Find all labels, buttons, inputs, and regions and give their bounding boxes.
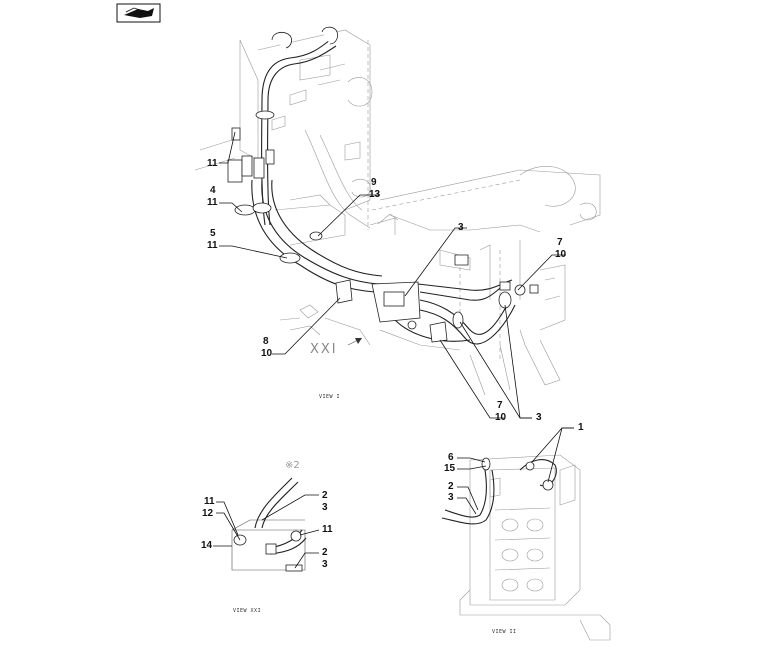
callout-c11a: 11: [207, 158, 218, 169]
callout-c11c: 11: [207, 240, 218, 251]
callout-c13: 13: [369, 189, 381, 200]
callout-c8: 8: [263, 336, 269, 347]
callout-c7b: 7: [497, 400, 503, 411]
callout-c3b: 3: [536, 412, 542, 423]
callout-c2c: 2: [322, 547, 328, 558]
callout-c2a: 2: [448, 481, 454, 492]
callout-c11e: 11: [322, 524, 333, 535]
ref-mark-2: ※2: [285, 460, 300, 471]
callout-c11b: 11: [207, 197, 218, 208]
callout-c5: 5: [210, 228, 216, 239]
callout-c10b: 10: [261, 348, 273, 359]
view-ii-label: VIEW II: [492, 629, 517, 635]
callout-c10a: 10: [555, 249, 567, 260]
leader-lines-view-i: [219, 131, 566, 419]
callout-c11d: 11: [204, 496, 215, 507]
callout-c12: 12: [202, 508, 214, 519]
callout-c2b: 2: [322, 490, 328, 501]
view-xxi-label: VIEW XXI: [233, 608, 261, 614]
book-arrow-icon: [116, 3, 161, 23]
callout-c3c: 3: [448, 492, 454, 503]
callout-c9: 9: [371, 177, 377, 188]
section-arrow-xxi: [347, 337, 363, 346]
callout-c3e: 3: [322, 559, 328, 570]
callout-c3d: 3: [322, 502, 328, 513]
section-xxi-tag: XXI: [310, 342, 338, 357]
view-ii-valve-block: [441, 427, 611, 641]
callout-c15: 15: [444, 463, 456, 474]
view-i-label: VIEW I: [319, 394, 340, 400]
view-xxi-inset: [213, 477, 320, 572]
callout-c10c: 10: [495, 412, 507, 423]
callout-c4: 4: [210, 185, 216, 196]
callout-c7a: 7: [557, 237, 563, 248]
callout-c1: 1: [578, 422, 584, 433]
callout-c3a: 3: [458, 222, 464, 233]
callout-c6: 6: [448, 452, 454, 463]
callout-c14: 14: [201, 540, 213, 551]
